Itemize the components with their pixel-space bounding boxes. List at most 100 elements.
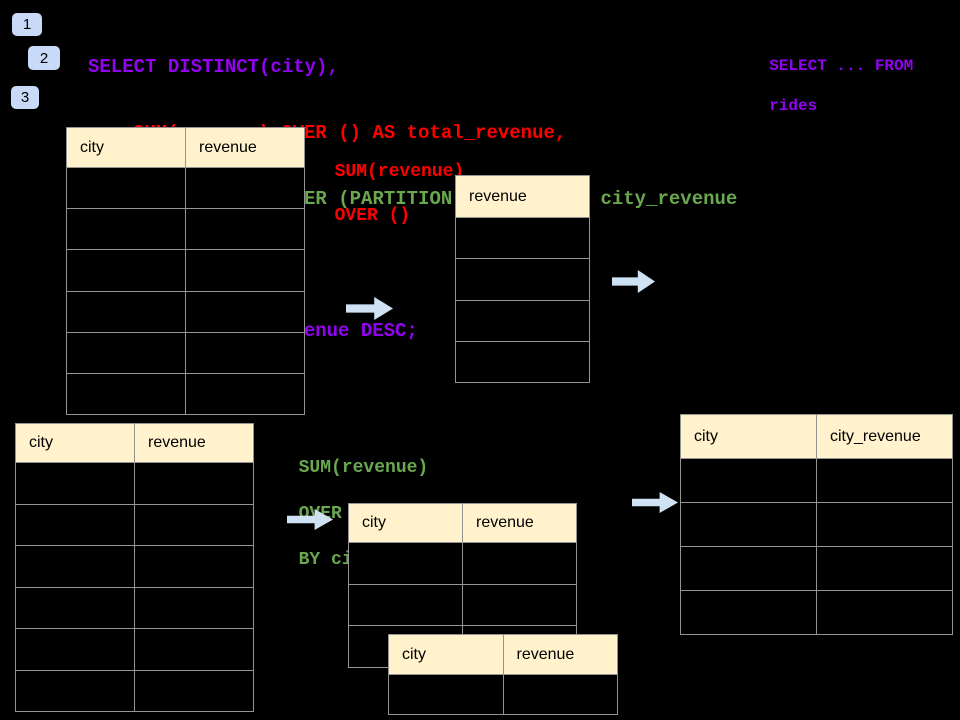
table-cell [67, 168, 185, 208]
table-body [681, 459, 952, 634]
table-body [389, 675, 617, 714]
table-cell [681, 459, 816, 502]
table-row [67, 208, 304, 250]
table-row [681, 546, 952, 590]
table-cell [456, 301, 589, 341]
table-row [456, 258, 589, 299]
table-total-revenue-result: revenue [455, 175, 590, 383]
table-header-row: revenue [456, 176, 589, 218]
table-cell [134, 504, 253, 545]
table-row [349, 583, 576, 626]
table-cell [681, 547, 816, 590]
table-row [681, 590, 952, 634]
table-cell [185, 168, 304, 209]
table-row [456, 299, 589, 341]
table-cell [16, 629, 134, 670]
column-header-revenue: revenue [185, 128, 304, 168]
table-cell [816, 591, 952, 634]
table-row [67, 290, 304, 332]
table-cell [185, 291, 304, 332]
table-cell [134, 546, 253, 587]
table-row [16, 545, 253, 587]
table-header-row: city revenue [67, 128, 304, 168]
table-cell [16, 671, 134, 712]
table-cell [816, 459, 952, 502]
step-badge-3: 3 [11, 86, 39, 109]
table-cell [349, 585, 462, 626]
table-row [681, 502, 952, 546]
column-header-city: city [16, 424, 134, 463]
table-cell [16, 588, 134, 629]
table-cell [185, 250, 304, 291]
table-cell [681, 591, 816, 634]
select-from-note-line2: rides [769, 97, 818, 115]
table-cell [456, 218, 589, 258]
table-header-row: city city_revenue [681, 415, 952, 459]
column-header-city: city [349, 504, 462, 543]
table-row [16, 503, 253, 546]
table-row [349, 543, 576, 584]
table-cell [16, 546, 134, 587]
table-cell [185, 209, 304, 250]
table-cell [389, 675, 503, 714]
column-header-revenue: revenue [462, 504, 576, 543]
sql-line-select: SELECT DISTINCT(city), [88, 56, 339, 78]
table-body [67, 168, 304, 415]
table-cell [67, 333, 185, 373]
table-cell [456, 342, 589, 382]
table-row [389, 675, 617, 714]
table-row [67, 331, 304, 373]
table-cell [456, 259, 589, 299]
table-row [681, 459, 952, 502]
table-cell [67, 374, 185, 414]
select-from-note-line1: SELECT ... FROM [769, 57, 914, 75]
table-cell [134, 629, 253, 670]
step-badge-1: 1 [12, 13, 42, 36]
column-header-revenue: revenue [134, 424, 253, 463]
table-row [67, 168, 304, 209]
table-cell [16, 505, 134, 546]
table-cell [67, 250, 185, 290]
table-row [16, 669, 253, 712]
arrow-right-icon [632, 492, 678, 513]
table-cell [349, 543, 462, 584]
table-source-bottom: city revenue [15, 423, 254, 712]
table-cell [462, 584, 576, 626]
table-cell [816, 547, 952, 590]
table-source-top: city revenue [66, 127, 305, 415]
step-badge-2: 2 [28, 46, 60, 70]
column-header-city: city [681, 415, 816, 459]
table-cell [185, 332, 304, 373]
table-row [67, 249, 304, 291]
annotation-total-revenue: SUM(revenue) OVER () [313, 139, 465, 227]
table-city-revenue-result: city city_revenue [680, 414, 953, 635]
table-header-row: city revenue [349, 504, 576, 543]
column-header-city: city [389, 635, 503, 675]
column-header-city: city [67, 128, 185, 168]
table-row [456, 340, 589, 382]
table-cell [134, 463, 253, 504]
table-body [456, 218, 589, 382]
table-cell [502, 675, 618, 714]
table-row [67, 372, 304, 415]
column-header-revenue: revenue [502, 635, 617, 675]
table-cell [16, 463, 134, 504]
table-row [16, 586, 253, 629]
table-header-row: city revenue [389, 635, 617, 675]
select-from-note: SELECT ... FROM rides [750, 36, 913, 116]
annotation-total-line2: OVER () [334, 206, 411, 226]
table-header-row: city revenue [16, 424, 253, 463]
column-header-revenue: revenue [456, 176, 589, 218]
table-cell [816, 503, 952, 546]
annotation-partition-line1: SUM(revenue) [298, 458, 429, 478]
table-cell [462, 543, 576, 584]
table-cell [67, 292, 185, 332]
table-cell [134, 587, 253, 628]
table-cell [134, 670, 253, 711]
annotation-total-line1: SUM(revenue) [334, 162, 465, 182]
table-row [456, 218, 589, 258]
table-body [16, 463, 253, 711]
table-cell [185, 373, 304, 415]
table-cell [681, 503, 816, 546]
table-cell [67, 209, 185, 249]
